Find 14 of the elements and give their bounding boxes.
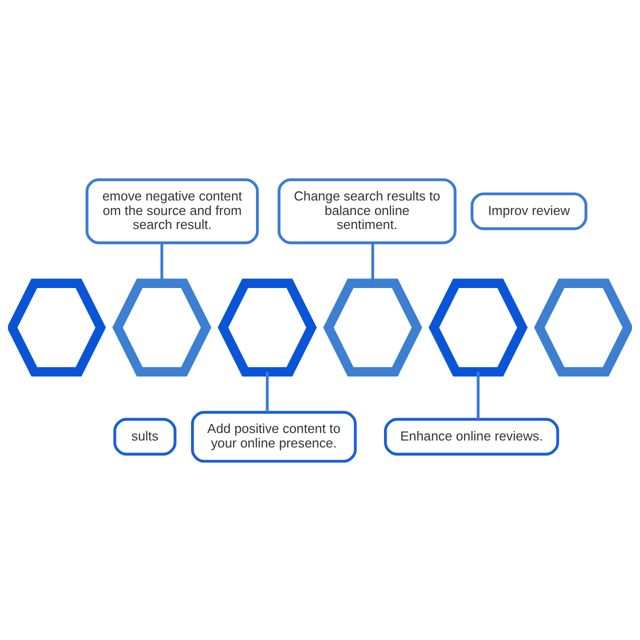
node-hexagon xyxy=(323,278,422,376)
node-box: Enhance online reviews. xyxy=(384,417,560,456)
node-box: emove negative content om the source and from search result. xyxy=(86,178,259,244)
node-box: Improv review xyxy=(470,192,588,230)
node-hexagon xyxy=(112,278,212,376)
node-box: Change search results to balance online sentiment. xyxy=(278,178,456,244)
node-box: sults xyxy=(113,417,176,456)
node-hexagon xyxy=(428,278,528,376)
connector xyxy=(266,371,269,412)
node-hexagon xyxy=(218,278,317,376)
node-hexagon xyxy=(8,278,106,376)
node-hexagon xyxy=(534,278,632,376)
node-box: Add positive content to your online presence. xyxy=(191,410,357,462)
connector xyxy=(476,371,480,419)
